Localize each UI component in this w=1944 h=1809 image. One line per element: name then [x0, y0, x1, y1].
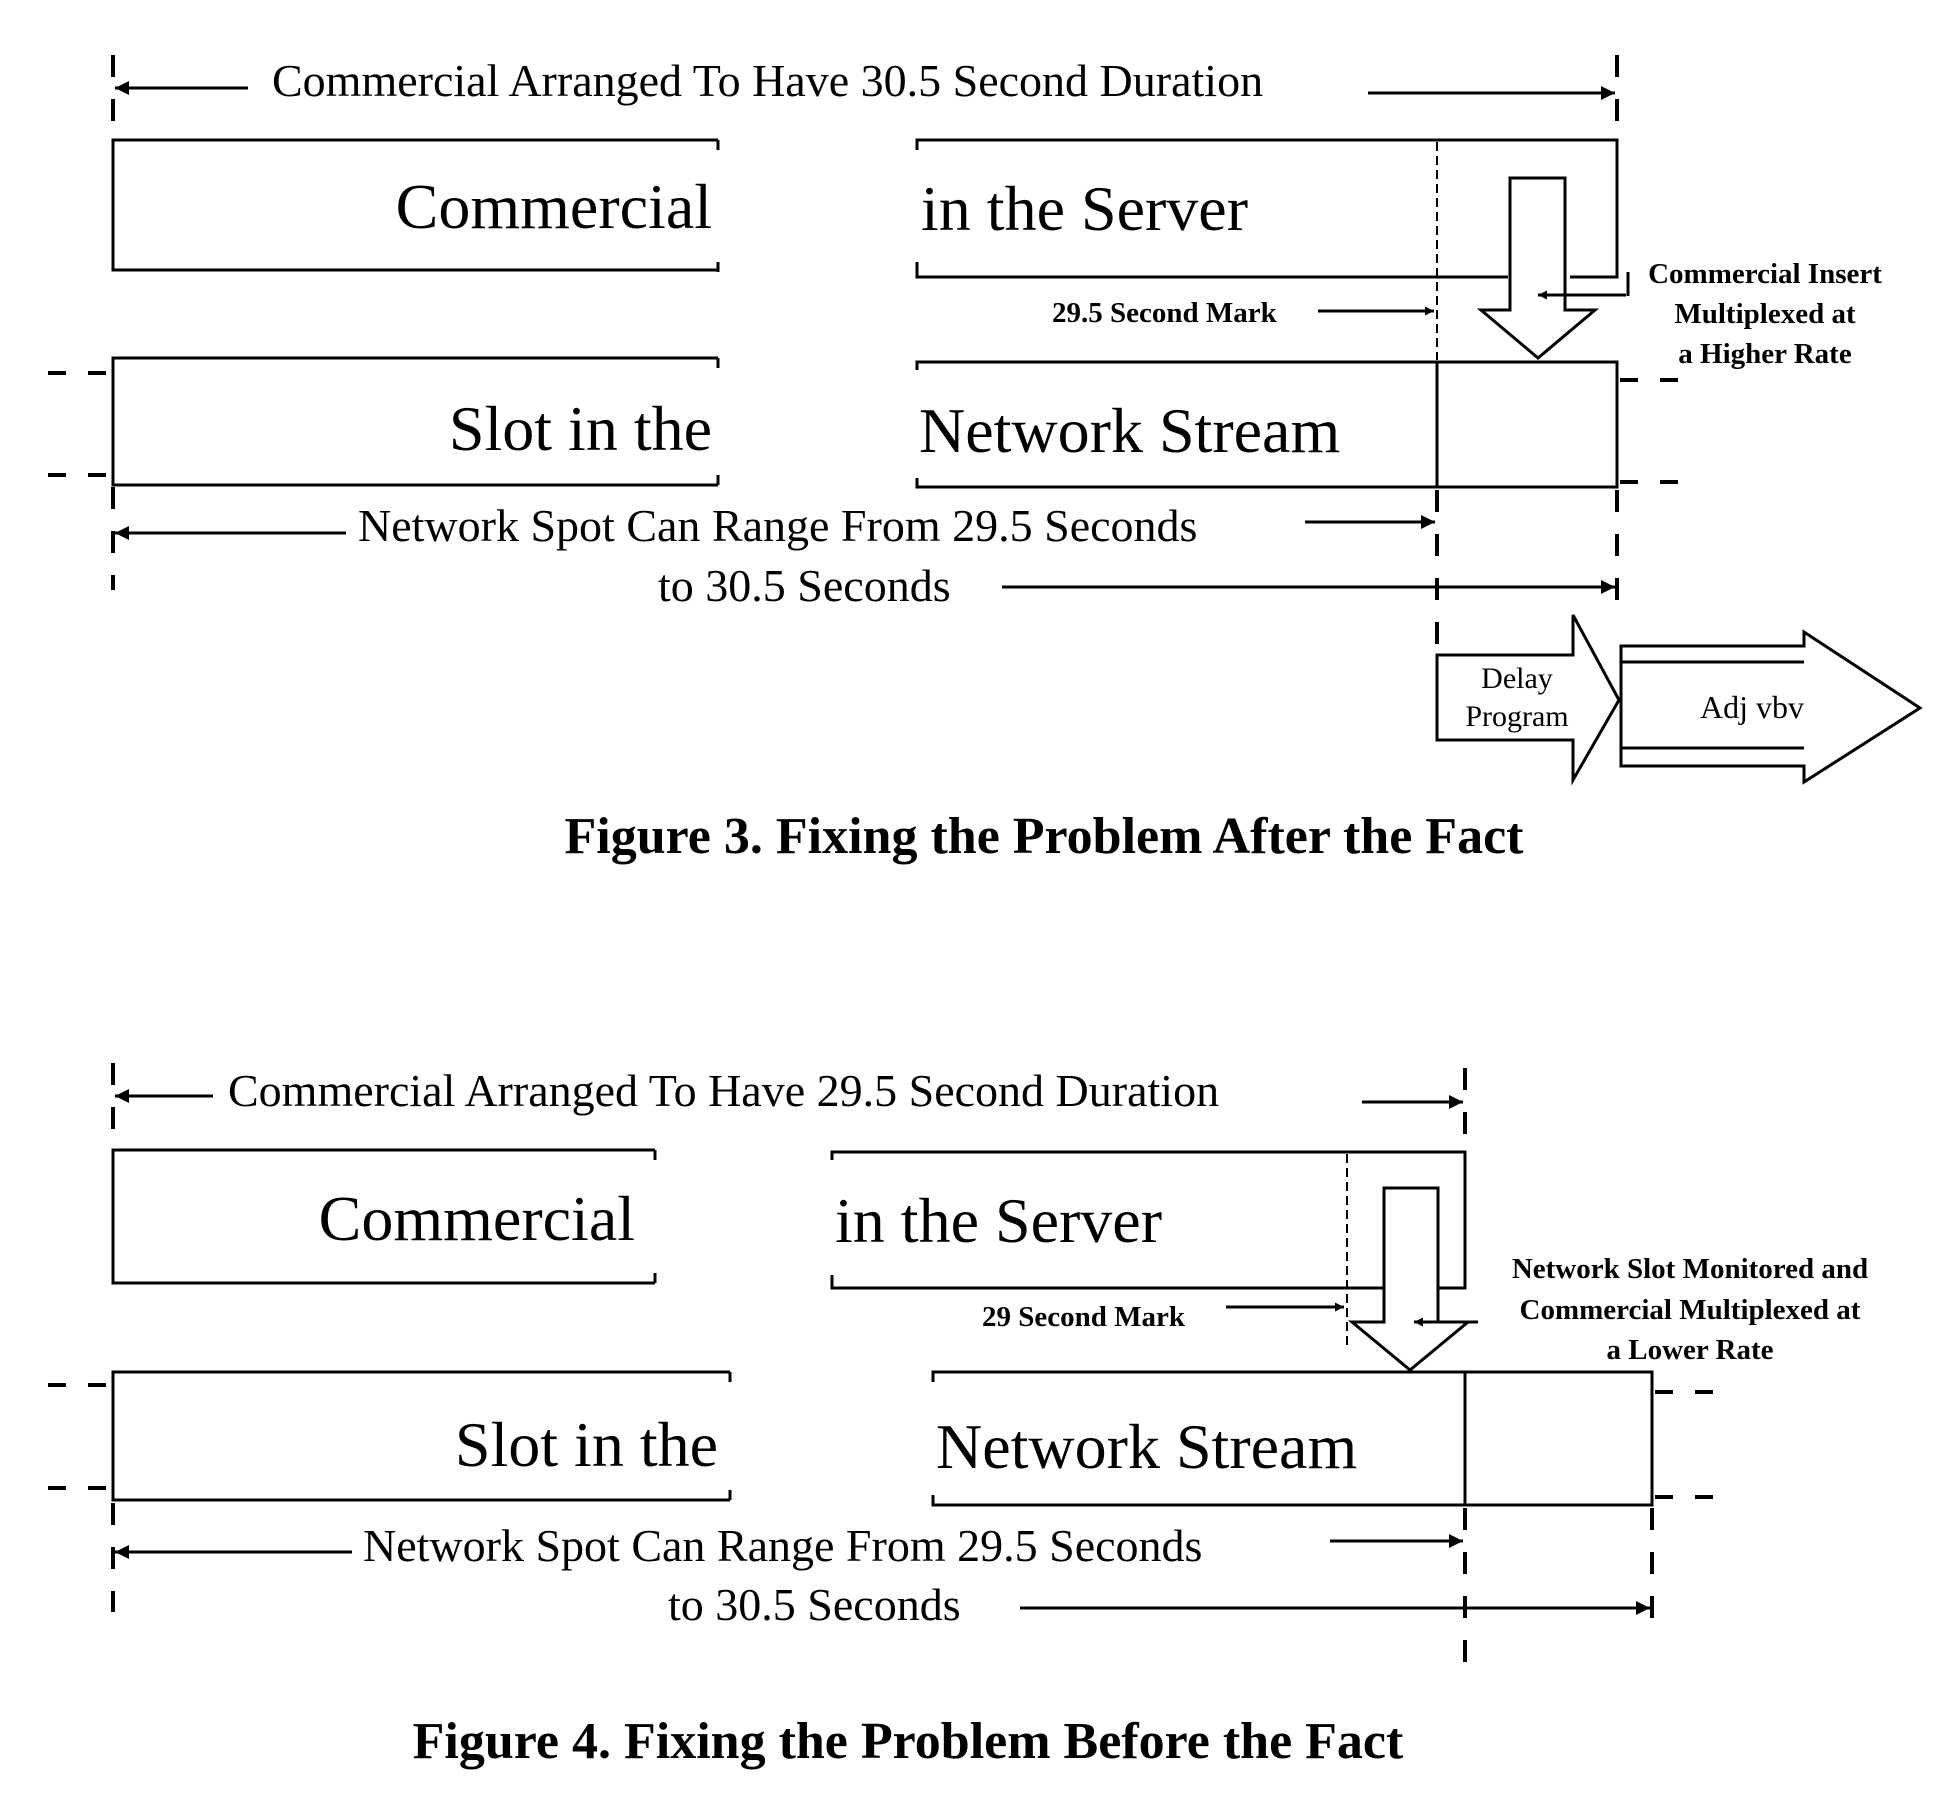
range-line1: Network Spot Can Range From 29.5 Seconds	[358, 500, 1197, 551]
delay-arrow-line2: Program	[1465, 700, 1568, 733]
dimension-label: Commercial Arranged To Have 30.5 Second …	[272, 55, 1263, 106]
commercial-server-box: Commercial in the Server	[113, 1150, 1465, 1345]
side-note-line2: Multiplexed at	[1674, 298, 1856, 330]
dimension-label: Commercial Arranged To Have 29.5 Second …	[228, 1065, 1219, 1116]
figure-4-caption: Figure 4. Fixing the Problem Before the …	[413, 1713, 1404, 1770]
network-box-label-left: Slot in the	[449, 393, 712, 464]
commercial-server-box: Commercial in the Server	[113, 140, 1617, 360]
side-note-line1: Network Slot Monitored and	[1512, 1253, 1868, 1285]
range-line1: Network Spot Can Range From 29.5 Seconds	[363, 1520, 1202, 1571]
side-note-line2: Commercial Multiplexed at	[1520, 1294, 1861, 1326]
insert-down-arrow	[1352, 1188, 1468, 1370]
delay-program-arrow: Delay Program	[1437, 615, 1619, 780]
range-line2: to 30.5 Seconds	[668, 1579, 961, 1630]
commercial-duration-dimension: Commercial Arranged To Have 29.5 Second …	[113, 1063, 1465, 1140]
figure-3: Commercial Arranged To Have 30.5 Second …	[48, 55, 1920, 865]
insert-down-arrow	[1481, 178, 1595, 358]
side-note-line3: a Lower Rate	[1607, 1334, 1774, 1366]
adj-vbv-arrow: Adj vbv	[1621, 632, 1920, 782]
server-box-label-left: Commercial	[396, 171, 712, 242]
side-note: Network Slot Monitored and Commercial Mu…	[1414, 1253, 1868, 1366]
vbv-arrow-label: Adj vbv	[1700, 689, 1804, 725]
network-stream-box: Slot in the Network Stream	[48, 1372, 1725, 1505]
network-box-label-right: Network Stream	[919, 395, 1340, 466]
server-box-label-right: in the Server	[835, 1185, 1162, 1256]
delay-arrow-line1: Delay	[1481, 662, 1553, 695]
figure-3-caption: Figure 3. Fixing the Problem After the F…	[565, 808, 1525, 865]
network-stream-box: Slot in the Network Stream	[48, 358, 1690, 487]
mark-label: 29.5 Second Mark	[1052, 297, 1278, 329]
figure-4: Commercial Arranged To Have 29.5 Second …	[48, 1063, 1868, 1770]
mark-label: 29 Second Mark	[982, 1301, 1186, 1333]
range-line2: to 30.5 Seconds	[658, 560, 951, 611]
range-dimension: Network Spot Can Range From 29.5 Seconds…	[113, 487, 1617, 660]
side-note-line3: a Higher Rate	[1678, 338, 1852, 370]
range-dimension: Network Spot Can Range From 29.5 Seconds…	[113, 1503, 1652, 1680]
server-box-label-right: in the Server	[921, 173, 1248, 244]
server-box-label-left: Commercial	[319, 1183, 635, 1254]
network-box-label-left: Slot in the	[455, 1409, 718, 1480]
side-note-line1: Commercial Insert	[1648, 258, 1882, 290]
network-box-label-right: Network Stream	[936, 1411, 1357, 1482]
commercial-duration-dimension: Commercial Arranged To Have 30.5 Second …	[113, 55, 1617, 130]
